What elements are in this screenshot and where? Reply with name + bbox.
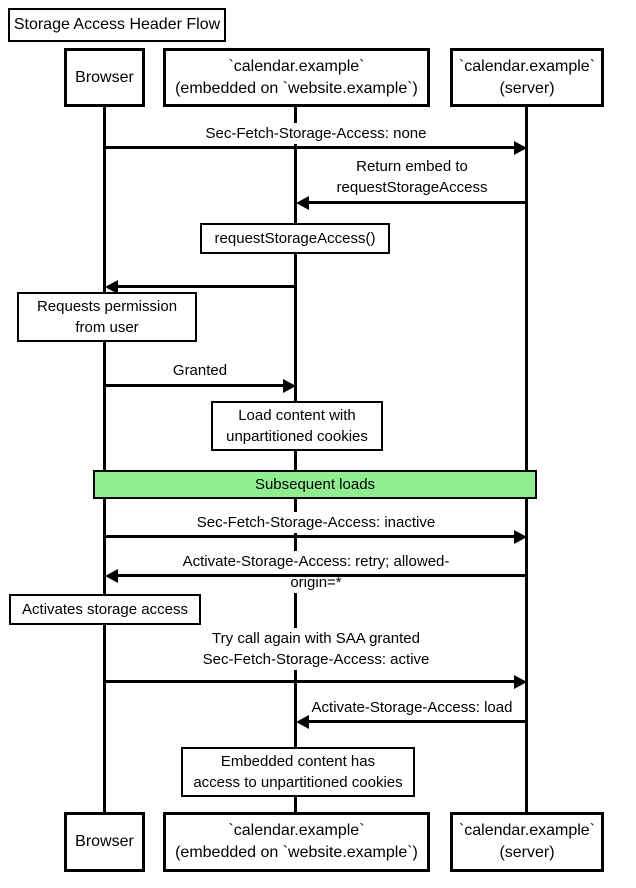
msg-try-again-line bbox=[105, 680, 516, 683]
msg-granted-line bbox=[105, 384, 285, 387]
actor-embed-top: `calendar.example` (embedded on `website… bbox=[163, 48, 430, 107]
msg-sec-fetch-inactive-label: Sec-Fetch-Storage-Access: inactive bbox=[193, 512, 439, 533]
arrowhead-right-icon bbox=[514, 675, 527, 689]
msg-return-embed-line bbox=[307, 201, 527, 204]
note-load-content: Load content with unpartitioned cookies bbox=[211, 401, 383, 451]
msg-try-again-label: Try call again with SAA granted Sec-Fetc… bbox=[199, 628, 433, 670]
arrowhead-right-icon bbox=[283, 379, 296, 393]
diagram-title: Storage Access Header Flow bbox=[8, 8, 226, 42]
lifeline-browser bbox=[103, 107, 106, 812]
msg-sec-fetch-none-line bbox=[105, 146, 516, 149]
diagram-title-label: Storage Access Header Flow bbox=[13, 16, 221, 33]
arrowhead-left-icon bbox=[105, 280, 118, 294]
actor-server-top-label: `calendar.example` (server) bbox=[458, 57, 596, 97]
msg-sec-fetch-inactive-line bbox=[105, 535, 516, 538]
lifeline-embed bbox=[294, 107, 297, 812]
msg-granted-label: Granted bbox=[169, 360, 231, 381]
subsequent-loads-band: Subsequent loads bbox=[93, 470, 537, 499]
note-requests-permission: Requests permission from user bbox=[17, 292, 197, 342]
actor-browser-top: Browser bbox=[64, 48, 145, 107]
subsequent-loads-band-label: Subsequent loads bbox=[254, 476, 376, 493]
msg-activate-load-line bbox=[307, 720, 527, 723]
msg-activate-load-label: Activate-Storage-Access: load bbox=[308, 697, 516, 718]
msg-activate-retry-line bbox=[116, 574, 527, 577]
arrowhead-right-icon bbox=[514, 530, 527, 544]
msg-return-embed-label: Return embed to requestStorageAccess bbox=[333, 156, 491, 198]
msg-sec-fetch-none-label: Sec-Fetch-Storage-Access: none bbox=[202, 123, 430, 144]
arrowhead-left-icon bbox=[296, 196, 309, 210]
actor-server-bottom: `calendar.example` (server) bbox=[450, 812, 604, 872]
note-embedded-content: Embedded content has access to unpartiti… bbox=[181, 747, 415, 797]
msg-request-storage-access-label: requestStorageAccess() bbox=[200, 223, 390, 254]
actor-browser-top-label: Browser bbox=[75, 68, 134, 86]
actor-browser-bottom: Browser bbox=[64, 812, 145, 872]
lifeline-server bbox=[525, 107, 528, 812]
actor-server-bottom-label: `calendar.example` (server) bbox=[458, 822, 596, 861]
note-activates-storage-access: Activates storage access bbox=[9, 594, 201, 625]
actor-server-top: `calendar.example` (server) bbox=[450, 48, 604, 107]
arrowhead-left-icon bbox=[296, 715, 309, 729]
arrowhead-right-icon bbox=[514, 141, 527, 155]
actor-embed-top-label: `calendar.example` (embedded on `website… bbox=[175, 57, 418, 97]
actor-embed-bottom: `calendar.example` (embedded on `website… bbox=[163, 812, 430, 872]
actor-browser-bottom-label: Browser bbox=[75, 833, 134, 850]
msg-request-storage-access-line bbox=[116, 285, 296, 288]
actor-embed-bottom-label: `calendar.example` (embedded on `website… bbox=[175, 822, 418, 861]
msg-activate-retry-label: Activate-Storage-Access: retry; allowed-… bbox=[156, 551, 476, 593]
arrowhead-left-icon bbox=[105, 569, 118, 583]
